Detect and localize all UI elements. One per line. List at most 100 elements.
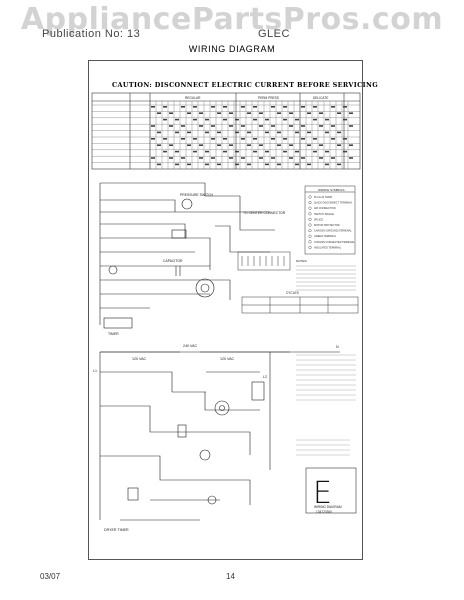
chart-cell-mark: [163, 118, 167, 121]
chart-cell-mark: [277, 163, 281, 166]
voltage-240-label: 240 VAC: [183, 344, 198, 348]
chart-cell-mark: [181, 125, 185, 127]
title-block: [305, 467, 357, 514]
wiring-symbols-legend: [304, 185, 356, 255]
chart-cell-mark: [151, 138, 155, 140]
chart-cell-mark: [223, 150, 227, 153]
chart-cell-mark: [301, 106, 305, 108]
chart-cell-mark: [157, 163, 161, 166]
part-number: 134723300: [316, 510, 332, 514]
chart-cell-mark: [175, 118, 179, 121]
heater-thermostat-symbol: [207, 495, 217, 505]
chart-cell-mark: [193, 138, 197, 140]
timer-motor-circuit: [99, 182, 275, 329]
chart-section-delicate: DELICATE: [313, 96, 328, 100]
cycle-chart-table: [91, 92, 361, 170]
chart-cell-mark: [301, 125, 305, 127]
chart-cell-mark: [301, 138, 305, 140]
model-header: GLEC: [258, 28, 290, 40]
capacitor-symbol: [175, 266, 181, 276]
voltage-120-left-label: 120 VAC: [132, 357, 147, 361]
page-number: 14: [226, 572, 235, 581]
chart-cell-mark: [223, 118, 227, 121]
chart-cell-mark: [253, 150, 257, 153]
chart-cell-mark: [289, 157, 293, 159]
footer-date: 03/07: [40, 572, 61, 581]
chart-cell-mark: [295, 131, 299, 134]
chart-cell-mark: [313, 118, 317, 121]
chart-cell-mark: [187, 112, 191, 114]
legend-item: MOTOR PROTECTOR: [314, 224, 340, 227]
chart-cell-mark: [247, 163, 251, 166]
chart-cell-mark: [337, 131, 341, 134]
chart-cell-mark: [235, 131, 239, 134]
chart-cell-mark: [277, 112, 281, 114]
diagram-letter: E: [313, 476, 332, 511]
chart-cell-mark: [319, 157, 323, 159]
chart-cell-mark: [313, 106, 317, 108]
chart-cell-mark: [349, 157, 353, 159]
chart-cell-mark: [313, 138, 317, 140]
legend-symbol-icon: [308, 223, 312, 227]
chart-cell-mark: [181, 106, 185, 108]
chart-cell-mark: [295, 150, 299, 153]
chart-cell-mark: [301, 157, 305, 159]
notes-title: NOTES:: [296, 259, 307, 263]
legend-item: INSULATED TERMINAL: [314, 246, 342, 249]
chart-cell-mark: [151, 125, 155, 127]
chart-cell-mark: [277, 144, 281, 146]
chart-cell-mark: [289, 112, 293, 114]
chart-cell-mark: [259, 112, 263, 114]
chart-cell-mark: [325, 150, 329, 153]
chart-cell-mark: [205, 150, 209, 153]
chart-cell-mark: [241, 106, 245, 108]
chart-cell-mark: [187, 131, 191, 134]
chart-cell-mark: [241, 125, 245, 127]
chart-cell-mark: [277, 131, 281, 134]
chart-cell-mark: [343, 118, 347, 121]
caution-banner: CAUTION: DISCONNECT ELECTRIC CURRENT BEF…: [112, 81, 379, 89]
timer-box: [103, 317, 133, 329]
chart-cell-mark: [193, 106, 197, 108]
chart-cell-mark: [193, 118, 197, 121]
legend-item: SWITCH-SINGLE: [314, 213, 334, 216]
chart-cell-mark: [271, 138, 275, 140]
chart-cell-mark: [283, 150, 287, 153]
legend-item: SPLICE: [314, 218, 323, 221]
chart-cell-mark: [319, 112, 323, 114]
chart-cell-mark: [163, 106, 167, 108]
chart-section-regular: REGULAR: [185, 96, 201, 100]
chart-cell-mark: [199, 112, 203, 114]
chart-cell-mark: [217, 163, 221, 166]
capacitor-label: CAPACITOR: [163, 259, 183, 263]
chart-cell-mark: [169, 144, 173, 146]
chart-cell-mark: [157, 131, 161, 134]
center-connector-label: TO CENTER CONNECTOR: [243, 211, 286, 215]
door-switch-symbol: [177, 424, 187, 438]
chart-cell-mark: [241, 157, 245, 159]
chart-cell-mark: [223, 106, 227, 108]
chart-cell-mark: [235, 163, 239, 166]
timer-motor-symbol: [108, 265, 118, 275]
chart-cell-mark: [265, 163, 269, 166]
site-watermark: AppliancePartsPros.com: [20, 2, 444, 37]
chart-cell-mark: [211, 106, 215, 108]
chart-cell-mark: [169, 112, 173, 114]
legend-item: CHASSIS CONNECTED TERMINAL: [314, 241, 355, 244]
chart-cell-mark: [343, 150, 347, 153]
chart-cell-mark: [265, 150, 269, 153]
legend-item: AIR CONNECTION: [314, 207, 336, 210]
power-circuit: [99, 351, 340, 521]
chart-cell-mark: [319, 125, 323, 127]
chart-cell-mark: [271, 125, 275, 127]
chart-cell-mark: [295, 118, 299, 121]
chart-cell-mark: [343, 138, 347, 140]
chart-cell-mark: [271, 106, 275, 108]
chart-cell-mark: [229, 112, 233, 114]
relay-symbol: [171, 229, 187, 239]
legend-symbol-icon: [308, 234, 312, 238]
legend-symbol-icon: [308, 201, 312, 205]
heater-symbol: [251, 381, 265, 401]
voltage-120-right-label: 120 VAC: [220, 357, 235, 361]
chart-cell-mark: [187, 144, 191, 146]
